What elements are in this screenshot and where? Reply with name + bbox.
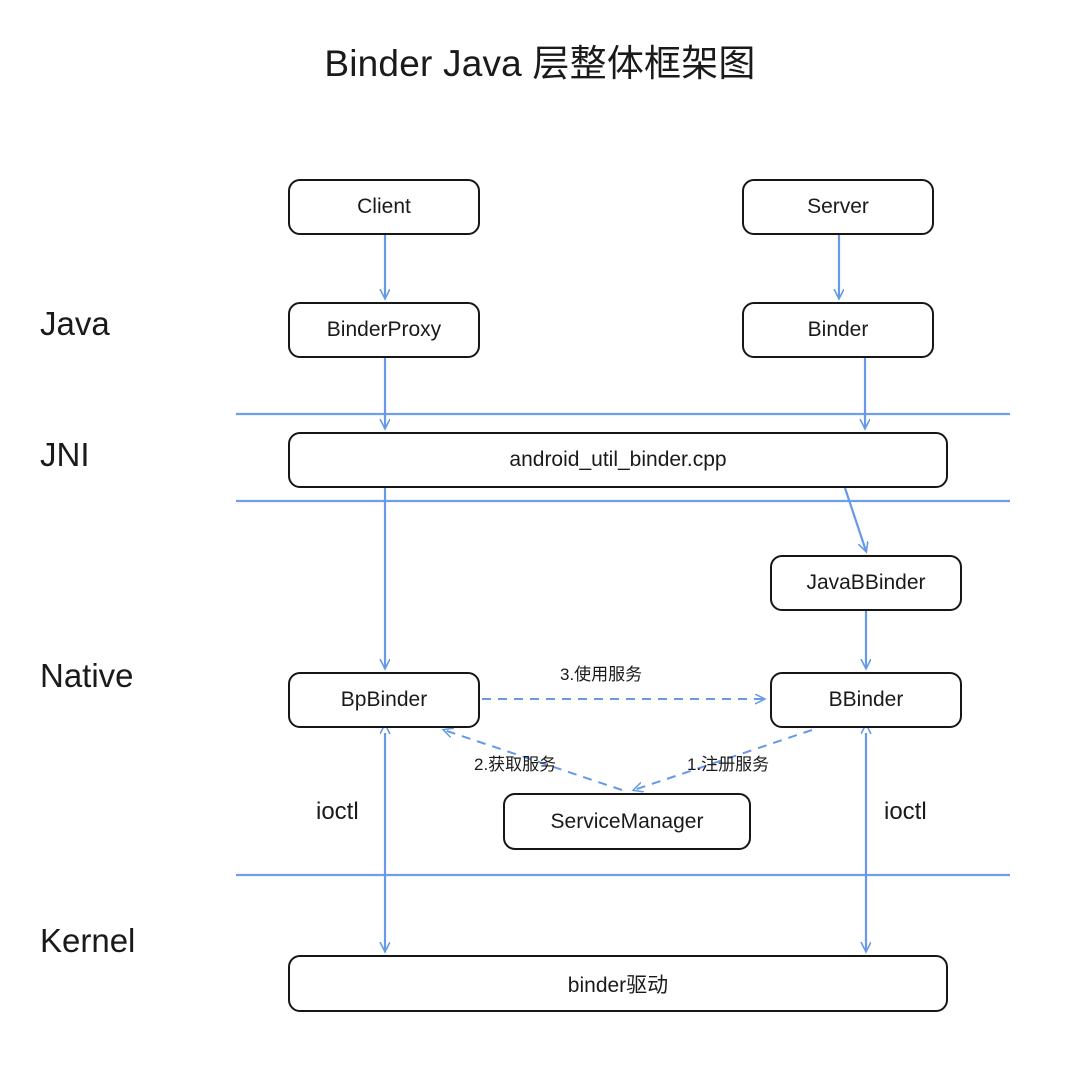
layer-label-kernel: Kernel: [40, 922, 136, 959]
node-bbinder[interactable]: BBinder: [770, 672, 962, 728]
node-binder[interactable]: Binder: [742, 302, 934, 358]
layer-label-java: Java: [40, 305, 110, 342]
edge-label-get-service: 2.获取服务: [474, 755, 557, 774]
node-binderproxy[interactable]: BinderProxy: [288, 302, 480, 358]
node-client[interactable]: Client: [288, 179, 480, 235]
node-server[interactable]: Server: [742, 179, 934, 235]
ioctl-label-left: ioctl: [316, 798, 359, 825]
page-title: Binder Java 层整体框架图: [324, 43, 756, 84]
edge-label-register-service: 1.注册服务: [687, 755, 770, 774]
edge-jnicpp-to-javabbinder: [843, 487, 866, 551]
node-binder-driver[interactable]: binder驱动: [288, 955, 948, 1012]
edge-label-use-service: 3.使用服务: [560, 665, 643, 684]
node-servicemanager[interactable]: ServiceManager: [503, 793, 751, 850]
node-android-util-binder-cpp[interactable]: android_util_binder.cpp: [288, 432, 948, 488]
layer-label-jni: JNI: [40, 436, 90, 473]
node-bpbinder[interactable]: BpBinder: [288, 672, 480, 728]
layer-label-native: Native: [40, 657, 134, 694]
node-javabbinder[interactable]: JavaBBinder: [770, 555, 962, 611]
ioctl-label-right: ioctl: [884, 798, 927, 825]
